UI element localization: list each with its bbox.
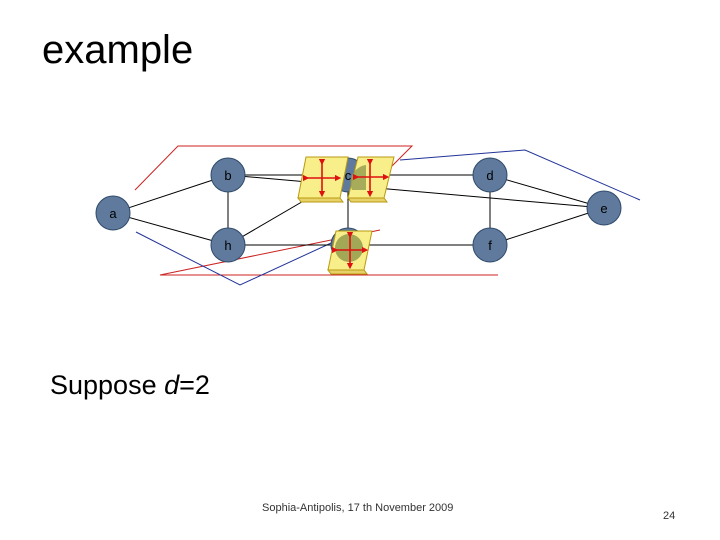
suppose-suffix: =2: [179, 370, 210, 400]
node-a-label: a: [109, 206, 117, 221]
node-a: a: [95, 195, 131, 231]
node-e: e: [586, 190, 622, 226]
suppose-variable: d: [164, 370, 180, 400]
node-b: b: [210, 157, 246, 193]
switch-icon-3: [327, 230, 373, 275]
node-c-label: c: [345, 168, 352, 183]
node-d: d: [472, 157, 508, 193]
blue-plane-right: [399, 149, 641, 201]
slide-title: example: [42, 28, 194, 72]
switch-icon-2: [347, 156, 395, 203]
page-number: 24: [663, 510, 676, 522]
node-h: h: [210, 227, 246, 263]
node-b-label: b: [224, 168, 231, 183]
edge-a-b: [112, 174, 229, 214]
footer-text: Sophia-Antipolis, 17 th November 2009: [262, 502, 454, 514]
node-h-label: h: [224, 238, 231, 253]
suppose-prefix: Suppose: [50, 370, 165, 400]
blue-plane-left: [135, 231, 356, 286]
node-d-label: d: [486, 168, 493, 183]
node-f: f: [472, 227, 508, 263]
edge-f-e: [489, 207, 605, 246]
edge-b-e: [227, 174, 605, 209]
edge-d-e: [489, 174, 605, 209]
switch-icon-1: [297, 156, 349, 203]
node-f-label: f: [488, 238, 492, 253]
suppose-text: Suppose d=2: [50, 370, 210, 401]
edge-a-h: [112, 212, 229, 246]
node-e-label: e: [600, 201, 607, 216]
